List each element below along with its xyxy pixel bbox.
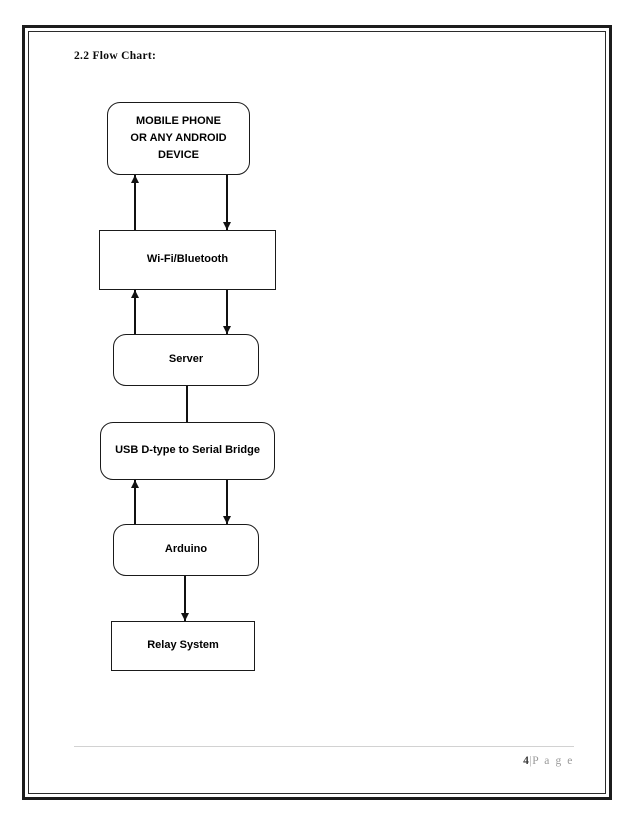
flow-node-usb-bridge-label: USB D-type to Serial Bridge bbox=[107, 442, 268, 459]
page-border: 2.2 Flow Chart: MOBILE PHONE OR ANY ANDR… bbox=[22, 25, 612, 800]
flow-edge-arduino-to-usb-bridge bbox=[130, 480, 139, 524]
arrow-down-icon bbox=[222, 326, 231, 334]
arrow-down-icon bbox=[180, 613, 189, 621]
arrow-up-icon bbox=[130, 290, 139, 298]
footer-page-indicator: 4|P a g e bbox=[74, 755, 574, 767]
node-line-2: Bridge bbox=[225, 444, 260, 457]
flow-edge-wifi-to-server bbox=[222, 290, 231, 334]
flow-chart-diagram: MOBILE PHONE OR ANY ANDROID DEVICE Wi-Fi… bbox=[25, 28, 615, 803]
flow-node-server-label: Server bbox=[168, 353, 204, 366]
page-border-inner-rule bbox=[28, 31, 606, 794]
arrow-down-icon bbox=[222, 516, 231, 524]
node-line-3: DEVICE bbox=[158, 149, 199, 162]
edge-stem bbox=[226, 290, 228, 334]
footer-separator: | bbox=[529, 755, 533, 767]
edge-stem bbox=[134, 290, 136, 334]
flow-edge-arduino-to-relay-system bbox=[180, 576, 189, 621]
edge-stem bbox=[134, 480, 136, 524]
footer-page-word: P a g e bbox=[532, 755, 574, 767]
flow-node-mobile-phone: MOBILE PHONE OR ANY ANDROID DEVICE bbox=[107, 102, 250, 175]
flow-node-server: Server bbox=[113, 334, 259, 386]
footer-divider bbox=[74, 746, 574, 747]
flow-edge-mobile-to-wifi bbox=[222, 175, 231, 230]
page-title: 2.2 Flow Chart: bbox=[74, 50, 157, 62]
arrow-up-icon bbox=[130, 175, 139, 183]
flow-node-relay-system-label: Relay System bbox=[147, 639, 219, 652]
node-line-1: MOBILE PHONE bbox=[136, 114, 221, 127]
node-line-1: USB D-type to Serial bbox=[115, 444, 223, 457]
page-footer: 4|P a g e bbox=[74, 746, 574, 767]
flow-edge-usb-bridge-to-arduino bbox=[222, 480, 231, 524]
arrow-up-icon bbox=[130, 480, 139, 488]
flow-edge-server-to-usb-bridge bbox=[186, 386, 188, 422]
edge-stem bbox=[226, 480, 228, 524]
flow-edge-wifi-to-mobile bbox=[130, 175, 139, 230]
edge-stem bbox=[186, 386, 188, 422]
flow-edge-server-to-wifi bbox=[130, 290, 139, 334]
flow-node-wifi-bluetooth: Wi-Fi/Bluetooth bbox=[99, 230, 276, 290]
arrow-down-icon bbox=[222, 222, 231, 230]
flow-node-mobile-phone-label: MOBILE PHONE OR ANY ANDROID DEVICE bbox=[108, 113, 249, 164]
flow-node-arduino-label: Arduino bbox=[164, 543, 208, 556]
flow-node-wifi-bluetooth-label: Wi-Fi/Bluetooth bbox=[146, 253, 229, 266]
edge-stem bbox=[226, 175, 228, 230]
node-line-2: OR ANY ANDROID bbox=[130, 131, 227, 144]
flow-node-relay-system: Relay System bbox=[111, 621, 255, 671]
flow-node-arduino: Arduino bbox=[113, 524, 259, 576]
footer-page-number: 4 bbox=[523, 755, 530, 767]
edge-stem bbox=[134, 175, 136, 230]
flow-node-usb-bridge: USB D-type to Serial Bridge bbox=[100, 422, 275, 480]
edge-stem bbox=[184, 576, 186, 621]
